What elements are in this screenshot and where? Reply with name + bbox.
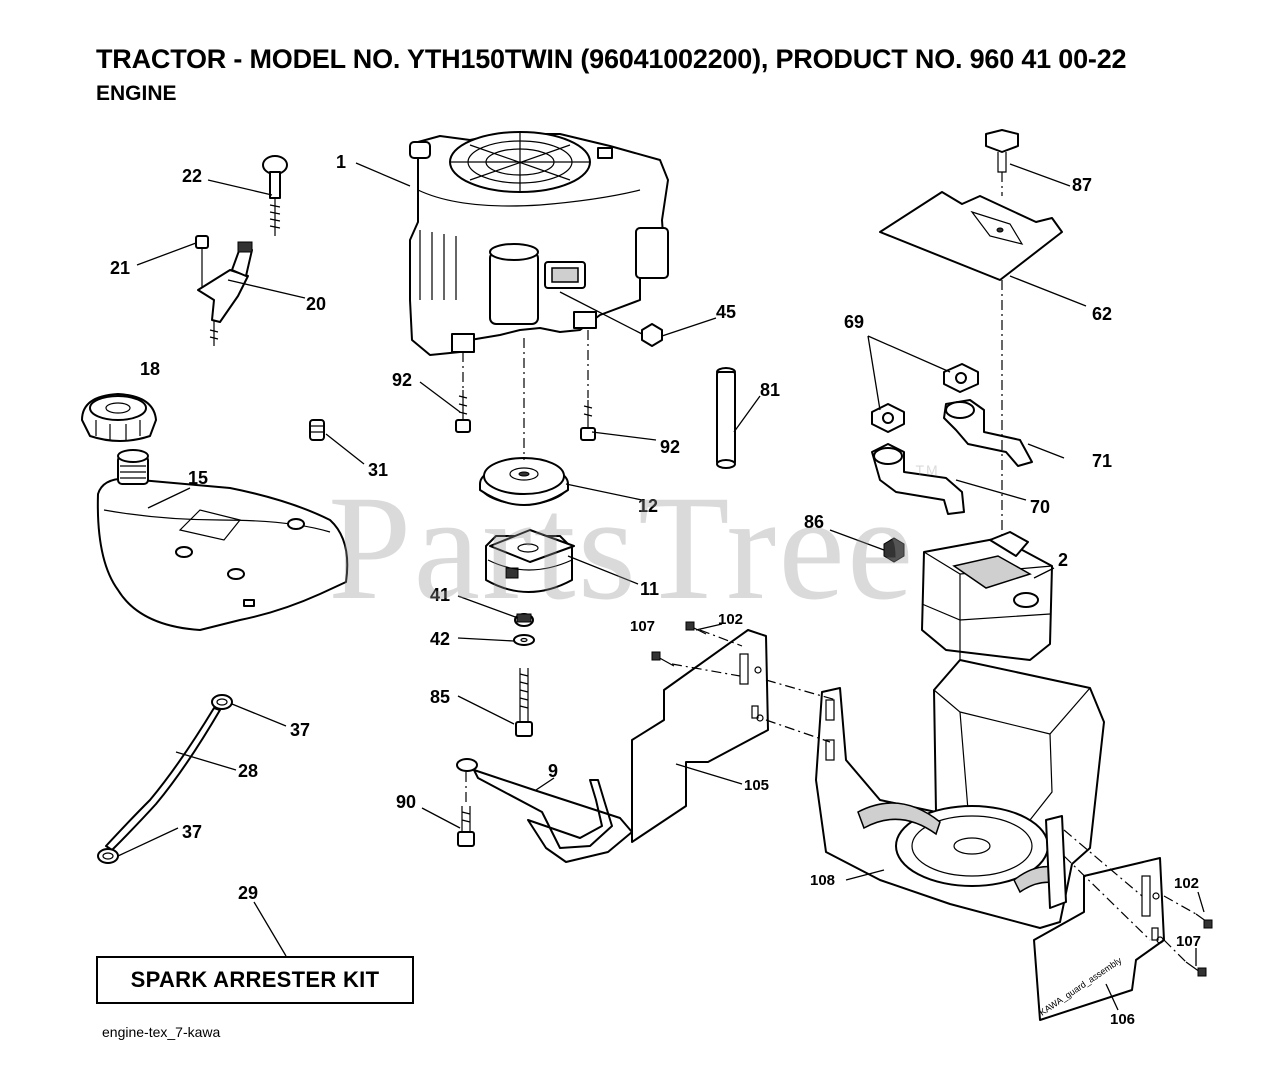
callout-107-lower[interactable]: 107 <box>1176 933 1201 950</box>
callout-42[interactable]: 42 <box>430 629 450 649</box>
callout-37-lower[interactable]: 37 <box>182 822 202 842</box>
diagram-code: engine-tex_7-kawa <box>102 1024 221 1040</box>
callout-22[interactable]: 22 <box>182 166 202 186</box>
callout-28[interactable]: 28 <box>238 761 258 781</box>
part-87-knob[interactable] <box>985 129 1019 173</box>
part-90-bolt[interactable] <box>457 806 475 847</box>
callout-92-right[interactable]: 92 <box>660 437 680 457</box>
part-37-clamp-upper[interactable] <box>211 694 233 710</box>
callout-37-upper[interactable]: 37 <box>290 720 310 740</box>
part-106-guard-plate[interactable]: KAWA_guard_assembly <box>1033 857 1165 1021</box>
callout-15[interactable]: 15 <box>188 468 208 488</box>
part-105-guard-plate[interactable] <box>631 629 769 843</box>
callout-86[interactable]: 86 <box>804 512 824 532</box>
part-107-screw-lower[interactable] <box>1185 961 1207 977</box>
callout-62[interactable]: 62 <box>1092 304 1112 324</box>
part-45-nut[interactable] <box>641 323 663 347</box>
part-69-gasket-upper[interactable] <box>943 363 979 393</box>
part-20-throttle-control[interactable] <box>195 235 253 346</box>
part-9-rod[interactable] <box>456 758 633 863</box>
callout-105[interactable]: 105 <box>744 777 769 794</box>
callout-12[interactable]: 12 <box>638 496 658 516</box>
callout-71[interactable]: 71 <box>1092 451 1112 471</box>
part-12-pulley[interactable] <box>479 457 569 506</box>
engine-part-1[interactable] <box>409 131 669 356</box>
part-92-bolt-left[interactable] <box>455 390 471 433</box>
part-81-tube[interactable] <box>716 367 736 469</box>
part-22[interactable] <box>262 155 288 236</box>
part-15-fuel-tank[interactable] <box>96 449 349 631</box>
callout-2[interactable]: 2 <box>1058 550 1068 570</box>
callout-69[interactable]: 69 <box>844 312 864 332</box>
part-69-gasket-lower[interactable] <box>871 403 905 433</box>
part-107-screw-upper[interactable] <box>651 651 675 667</box>
callout-106[interactable]: 106 <box>1110 1011 1135 1028</box>
callout-29[interactable]: 29 <box>238 883 258 903</box>
callout-90[interactable]: 90 <box>396 792 416 812</box>
callout-102-upper[interactable]: 102 <box>718 611 743 628</box>
callout-45[interactable]: 45 <box>716 302 736 322</box>
part-42-washer[interactable] <box>513 634 535 646</box>
callout-85[interactable]: 85 <box>430 687 450 707</box>
callout-41[interactable]: 41 <box>430 585 450 605</box>
part-28-fuel-hose[interactable] <box>105 707 221 851</box>
callout-1[interactable]: 1 <box>336 152 346 172</box>
spark-arrester-kit-label: SPARK ARRESTER KIT <box>130 967 380 992</box>
callout-102-lower[interactable]: 102 <box>1174 875 1199 892</box>
callout-81[interactable]: 81 <box>760 380 780 400</box>
callout-20[interactable]: 20 <box>306 294 326 314</box>
callout-21[interactable]: 21 <box>110 258 130 278</box>
callout-70[interactable]: 70 <box>1030 497 1050 517</box>
part-11-clutch[interactable] <box>485 529 575 593</box>
callout-31[interactable]: 31 <box>368 460 388 480</box>
part-18-fuel-cap[interactable] <box>81 393 157 442</box>
part-31[interactable] <box>309 419 325 441</box>
assembly-lines <box>462 172 1197 963</box>
part-2-muffler[interactable] <box>921 531 1053 661</box>
leader-lines <box>117 162 1205 1011</box>
page-title: TRACTOR - MODEL NO. YTH150TWIN (96041002… <box>96 44 1127 74</box>
callout-18[interactable]: 18 <box>140 359 160 379</box>
part-92-bolt-right[interactable] <box>580 400 596 441</box>
part-41-spacer[interactable] <box>514 613 534 627</box>
part-108-engine-guard[interactable] <box>815 659 1105 929</box>
part-86-nut[interactable] <box>883 537 905 563</box>
callout-107-upper[interactable]: 107 <box>630 618 655 635</box>
part-62-heat-shield[interactable] <box>879 191 1063 281</box>
callout-92-left[interactable]: 92 <box>392 370 412 390</box>
callout-108[interactable]: 108 <box>810 872 835 889</box>
page-subtitle: ENGINE <box>96 82 177 105</box>
spark-arrester-kit-box[interactable]: SPARK ARRESTER KIT <box>96 956 414 1004</box>
part-70-exhaust-pipe[interactable] <box>871 443 965 515</box>
callout-9[interactable]: 9 <box>548 761 558 781</box>
callout-87[interactable]: 87 <box>1072 175 1092 195</box>
part-71-exhaust-pipe[interactable] <box>943 399 1033 467</box>
part-37-clamp-lower[interactable] <box>97 848 119 864</box>
part-102-screw-lower[interactable] <box>1195 913 1213 929</box>
part-85-bolt[interactable] <box>515 668 533 737</box>
callout-11[interactable]: 11 <box>640 579 659 599</box>
callouts: 1 22 21 20 18 15 31 92 92 45 12 11 41 42… <box>110 152 1201 1028</box>
